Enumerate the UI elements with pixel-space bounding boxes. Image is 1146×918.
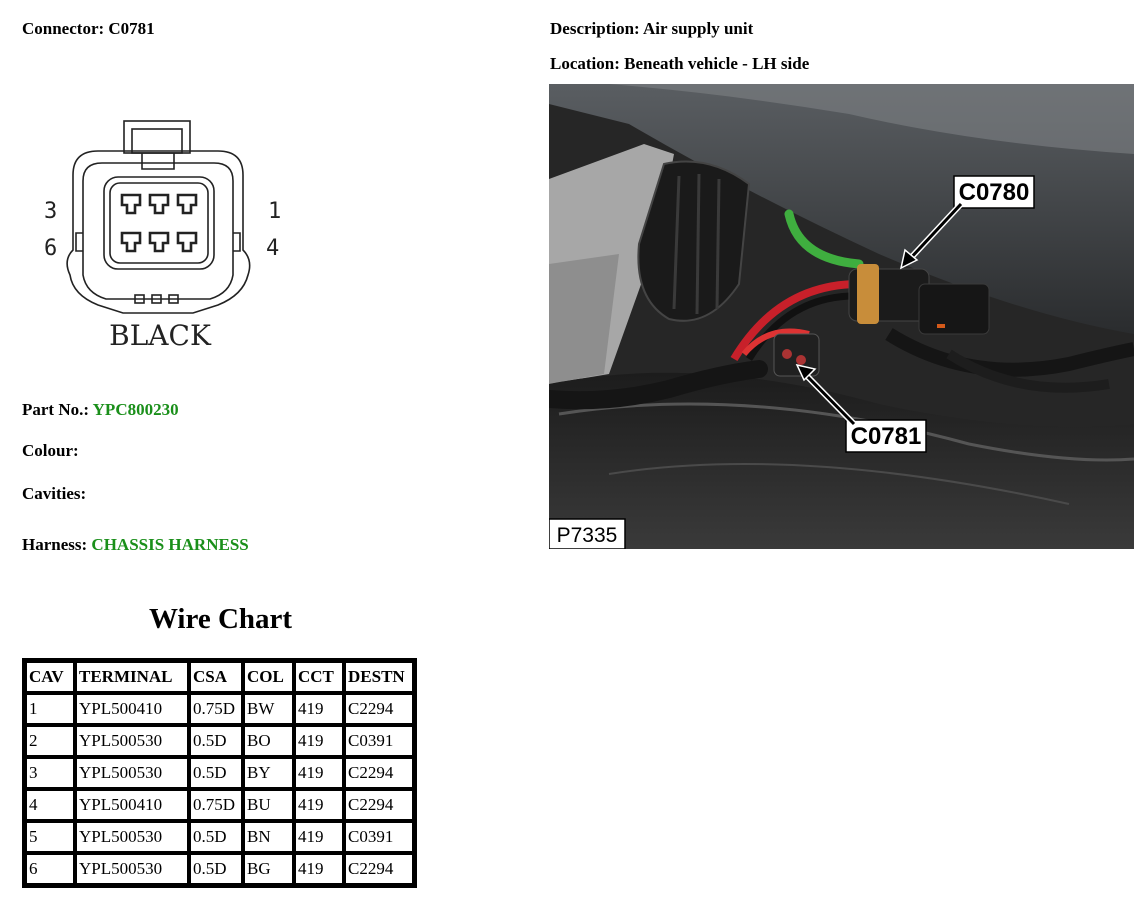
part-number-label: Part No.: <box>22 400 90 419</box>
description-line: Description: Air supply unit <box>550 19 753 39</box>
cell-cav: 6 <box>25 853 75 885</box>
table-row: 1 YPL500410 0.75D BW 419 C2294 <box>25 693 414 725</box>
connector-label: Connector: <box>22 19 105 38</box>
header-csa: CSA <box>189 661 243 693</box>
housing-inner-outline <box>82 162 234 300</box>
pin-label-4: 4 <box>266 236 279 261</box>
cell-cct: 419 <box>294 757 344 789</box>
cell-csa: 0.5D <box>189 757 243 789</box>
cell-csa: 0.75D <box>189 693 243 725</box>
connector-id: C0781 <box>108 19 155 38</box>
cell-terminal: YPL500410 <box>75 789 189 821</box>
table-row: 5 YPL500530 0.5D BN 419 C0391 <box>25 821 414 853</box>
cell-col: BY <box>243 757 294 789</box>
location-label: Location: <box>550 54 620 73</box>
cell-col: BN <box>243 821 294 853</box>
green-wire <box>784 209 864 269</box>
description-value: Air supply unit <box>643 19 754 38</box>
cell-destn: C2294 <box>344 789 414 821</box>
header-destn: DESTN <box>344 661 414 693</box>
pin-label-3: 3 <box>44 199 57 224</box>
cell-csa: 0.5D <box>189 821 243 853</box>
cell-csa: 0.5D <box>189 853 243 885</box>
cell-terminal: YPL500530 <box>75 725 189 757</box>
description-label: Description: <box>550 19 640 38</box>
cell-cct: 419 <box>294 725 344 757</box>
cell-col: BU <box>243 789 294 821</box>
pin-row-top <box>120 193 198 215</box>
cell-cav: 4 <box>25 789 75 821</box>
cell-destn: C2294 <box>344 757 414 789</box>
housing-outline <box>66 150 251 314</box>
header-cav: CAV <box>25 661 75 693</box>
table-row: 2 YPL500530 0.5D BO 419 C0391 <box>25 725 414 757</box>
cavities-label: Cavities: <box>22 484 87 503</box>
colour-label: Colour: <box>22 441 79 460</box>
callout-c0780: C0780 <box>899 175 1035 270</box>
location-line: Location: Beneath vehicle - LH side <box>550 54 809 74</box>
table-row: 3 YPL500530 0.5D BY 419 C2294 <box>25 757 414 789</box>
cell-destn: C0391 <box>344 821 414 853</box>
cell-col: BW <box>243 693 294 725</box>
header-col: COL <box>243 661 294 693</box>
pin-row-bottom <box>120 231 198 253</box>
callout-c0781: C0781 <box>795 363 927 453</box>
cell-col: BG <box>243 853 294 885</box>
harness-loom <box>549 360 768 410</box>
wire-chart-title: Wire Chart <box>148 603 293 635</box>
cell-destn: C2294 <box>344 693 414 725</box>
cell-csa: 0.75D <box>189 789 243 821</box>
table-row: 6 YPL500530 0.5D BG 419 C2294 <box>25 853 414 885</box>
cell-cav: 1 <box>25 693 75 725</box>
part-number-value: YPC800230 <box>92 400 179 419</box>
connector-c0781 <box>773 333 820 377</box>
location-photo: C0780 C0781 P7335 <box>549 84 1134 549</box>
pin-grid <box>120 193 198 253</box>
header-terminal: TERMINAL <box>75 661 189 693</box>
connector-title: Connector: C0781 <box>22 19 155 39</box>
connector-pinout-diagram: 3 6 1 4 BLACK <box>44 120 281 352</box>
harness-label: Harness: <box>22 535 88 554</box>
cell-destn: C2294 <box>344 853 414 885</box>
cell-cct: 419 <box>294 821 344 853</box>
chassis-rail <box>549 372 1134 549</box>
cell-terminal: YPL500530 <box>75 757 189 789</box>
connector-colour-label: BLACK <box>109 319 212 352</box>
svg-text:P7335: P7335 <box>557 524 618 547</box>
cell-cav: 3 <box>25 757 75 789</box>
cell-cct: 419 <box>294 789 344 821</box>
cell-terminal: YPL500410 <box>75 693 189 725</box>
svg-text:C0781: C0781 <box>851 423 922 450</box>
part-number-line: Part No.: YPC800230 <box>22 400 179 420</box>
underbody-panel <box>549 84 1134 334</box>
table-header-row: CAV TERMINAL CSA COL CCT DESTN <box>25 661 414 693</box>
harness-value: CHASSIS HARNESS <box>91 535 249 554</box>
latch <box>123 120 191 154</box>
cell-cct: 419 <box>294 693 344 725</box>
cell-csa: 0.5D <box>189 725 243 757</box>
cell-cct: 419 <box>294 853 344 885</box>
cell-destn: C0391 <box>344 725 414 757</box>
location-value: Beneath vehicle - LH side <box>624 54 810 73</box>
header-cct: CCT <box>294 661 344 693</box>
svg-text:C0780: C0780 <box>959 179 1030 206</box>
cell-col: BO <box>243 725 294 757</box>
pin-label-1: 1 <box>268 199 281 224</box>
harness-line: Harness: CHASSIS HARNESS <box>22 535 249 555</box>
air-supply-unit <box>637 160 751 322</box>
cell-terminal: YPL500530 <box>75 821 189 853</box>
photo-reference: P7335 <box>549 518 626 549</box>
wire-chart-table: CAV TERMINAL CSA COL CCT DESTN 1 YPL5004… <box>22 658 417 888</box>
table-row: 4 YPL500410 0.75D BU 419 C2294 <box>25 789 414 821</box>
cell-cav: 2 <box>25 725 75 757</box>
cell-cav: 5 <box>25 821 75 853</box>
cell-terminal: YPL500530 <box>75 853 189 885</box>
cavity-block <box>103 176 215 270</box>
red-wire <box>730 280 860 362</box>
pin-label-6: 6 <box>44 236 57 261</box>
